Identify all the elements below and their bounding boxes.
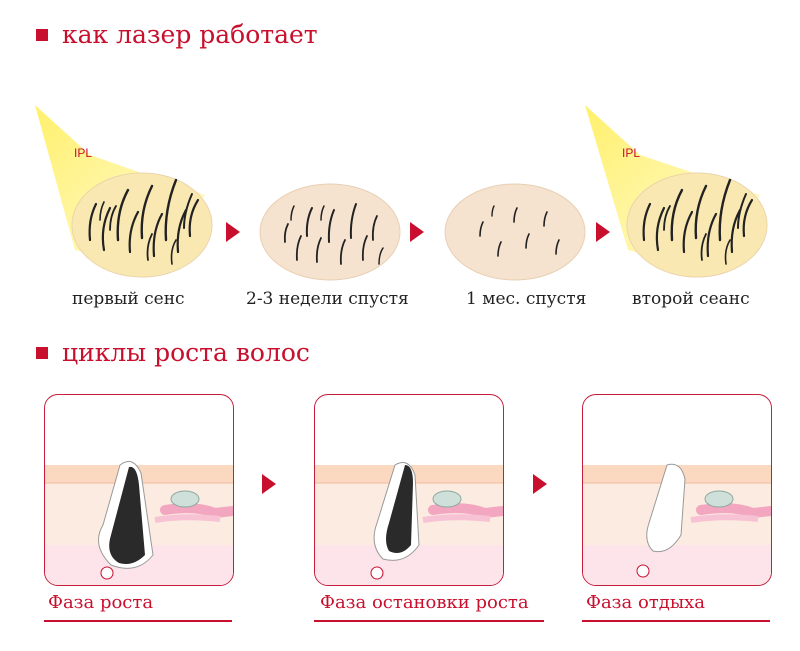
section-title-text: циклы роста волос xyxy=(62,338,310,367)
phase-growth-card xyxy=(44,394,234,586)
step-label-2: 2-3 недели спустя xyxy=(246,289,409,309)
section-title-laser: как лазер работает xyxy=(36,20,318,49)
step-2-illustration xyxy=(255,180,405,285)
arrow-right-icon xyxy=(410,222,424,242)
skin-disc xyxy=(445,184,585,280)
arrow-right-icon xyxy=(533,474,547,494)
section-title-text: как лазер работает xyxy=(62,20,318,49)
step-3-illustration xyxy=(440,180,590,285)
phase-underline xyxy=(314,620,544,622)
arrow-right-icon xyxy=(226,222,240,242)
ipl-label: IPL xyxy=(622,146,640,160)
step-label-4: второй сеанс xyxy=(632,289,750,309)
arrow-right-icon xyxy=(262,474,276,494)
step-label-3: 1 мес. спустя xyxy=(466,289,586,309)
step-4-illustration: IPL xyxy=(580,100,780,280)
step-1-illustration: IPL xyxy=(30,100,220,280)
phase-stop-card xyxy=(314,394,504,586)
phase-growth-illustration xyxy=(45,395,233,585)
phase-underline xyxy=(582,620,770,622)
ipl-label: IPL xyxy=(74,146,92,160)
step-label-1: первый сенс xyxy=(72,289,185,309)
section-bullet xyxy=(36,347,48,359)
section-title-cycles: циклы роста волос xyxy=(36,338,310,367)
phase-rest-card xyxy=(582,394,772,586)
phase-label-growth: Фаза роста xyxy=(48,592,153,613)
phase-rest-illustration xyxy=(583,395,771,585)
phase-underline xyxy=(44,620,232,622)
section-bullet xyxy=(36,29,48,41)
phase-label-rest: Фаза отдыха xyxy=(586,592,705,613)
phase-label-stop: Фаза остановки роста xyxy=(320,592,529,613)
phase-stop-illustration xyxy=(315,395,503,585)
